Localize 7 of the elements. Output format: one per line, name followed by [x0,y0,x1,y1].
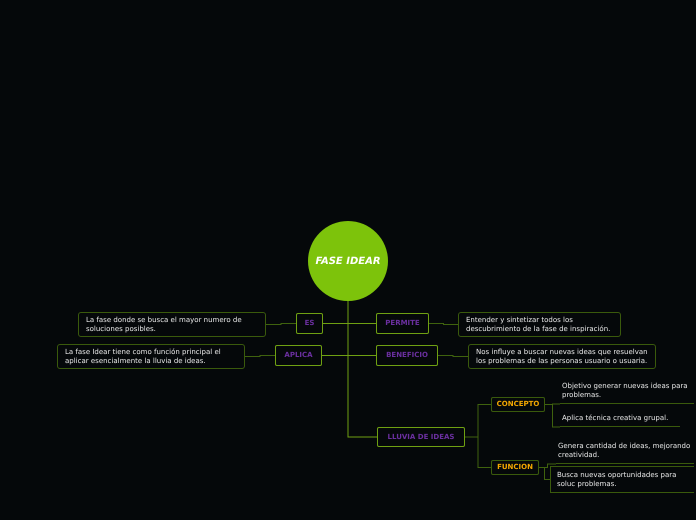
connector-line [538,467,550,480]
connector-line [348,300,378,438]
connector-line [266,323,296,325]
connector-line [244,355,276,357]
connector-line [428,323,458,325]
connector-line [544,404,560,428]
connector-line [438,355,468,357]
